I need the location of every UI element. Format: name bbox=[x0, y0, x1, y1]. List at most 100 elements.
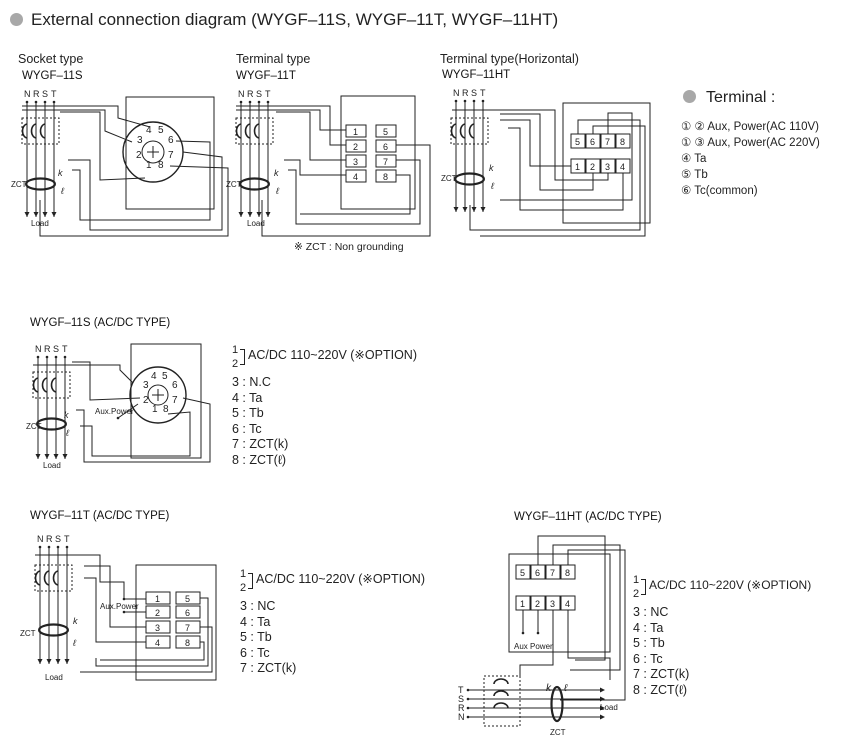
zct-label: ZCT bbox=[550, 728, 566, 737]
socket-relay-box bbox=[125, 96, 215, 210]
pin-label: 6 bbox=[535, 568, 540, 578]
wire bbox=[500, 119, 571, 167]
page-title: External connection diagram (WYGF–11S, W… bbox=[10, 10, 558, 30]
pin-cell bbox=[345, 124, 367, 138]
horizontal-relay-box bbox=[562, 102, 651, 224]
zct-note: ※ ZCT : Non grounding bbox=[294, 241, 404, 253]
terminal-legend-heading-text: Terminal : bbox=[706, 89, 776, 106]
pin-bracket bbox=[248, 573, 253, 589]
phase-label: N bbox=[458, 712, 465, 722]
pin-cell bbox=[345, 154, 367, 168]
aux-power-label: Aux Power bbox=[514, 642, 553, 651]
wire bbox=[76, 397, 211, 463]
arrow-icon bbox=[480, 207, 486, 212]
arrow-icon bbox=[462, 207, 468, 212]
pin-label: 4 bbox=[565, 599, 570, 609]
pin-label: 1 bbox=[520, 599, 525, 609]
zct-label: ZCT bbox=[226, 180, 242, 189]
range-label: AC/DC 110~220V (※OPTION) bbox=[649, 578, 812, 592]
coil-icon bbox=[468, 123, 475, 139]
pin-line: 6 : Tc bbox=[240, 645, 270, 660]
l-label: ℓ bbox=[72, 638, 76, 648]
pin-label: 4 bbox=[620, 162, 625, 172]
pin-label: 3 bbox=[155, 623, 160, 633]
coil-icon bbox=[493, 702, 509, 709]
zct-ring-icon bbox=[454, 172, 486, 186]
pin-cell bbox=[145, 591, 171, 605]
pin-label: 6 bbox=[383, 142, 388, 152]
pin-label: 5 bbox=[383, 127, 388, 137]
junction-dot bbox=[122, 610, 126, 614]
arrow-icon bbox=[247, 212, 253, 217]
pin-label: 1 bbox=[353, 127, 358, 137]
pin-line: 8 : ZCT(ℓ) bbox=[633, 682, 688, 697]
l-label: ℓ bbox=[60, 186, 64, 196]
pin-line: 5 : Tb bbox=[232, 406, 264, 420]
coil-icon bbox=[450, 123, 457, 139]
phase-label: S bbox=[458, 694, 464, 704]
terminal-relay-box bbox=[135, 564, 217, 681]
phase-label: T bbox=[51, 89, 57, 99]
wire bbox=[72, 361, 141, 401]
range-label: AC/DC 110~220V (※OPTION) bbox=[256, 572, 425, 586]
zct-ring-icon bbox=[239, 177, 271, 191]
pin-label: 8 bbox=[383, 172, 388, 182]
pin-bracket bbox=[641, 579, 646, 595]
socket-pin-label: 2 bbox=[136, 150, 142, 161]
coil-icon bbox=[493, 690, 509, 697]
arrow-icon bbox=[44, 454, 50, 459]
junction-dot bbox=[521, 631, 525, 635]
arrow-icon bbox=[600, 696, 605, 702]
zct-ring-icon bbox=[25, 177, 56, 191]
wire bbox=[560, 549, 626, 701]
aux-power-label: Aux.Power bbox=[100, 602, 139, 611]
pin-label: 2 bbox=[155, 608, 160, 618]
pin-label: 4 bbox=[155, 638, 160, 648]
acdc-t-model: WYGF–11T (AC/DC TYPE) bbox=[30, 510, 170, 522]
zct-ring-icon bbox=[35, 417, 67, 431]
wire bbox=[519, 610, 554, 678]
load-label: Load bbox=[247, 219, 265, 228]
wire bbox=[452, 109, 609, 181]
phase-label: N bbox=[238, 89, 245, 99]
coil-icon bbox=[30, 123, 37, 139]
l-label: ℓ bbox=[275, 186, 279, 196]
pin-label: 3 bbox=[550, 599, 555, 609]
breaker-box bbox=[483, 675, 521, 727]
phase-label: R bbox=[458, 703, 465, 713]
terminal-legend-heading: Terminal : bbox=[683, 89, 775, 107]
phase-label: N bbox=[453, 88, 460, 98]
arrow-icon bbox=[471, 207, 477, 212]
socket-pin-label: 1 bbox=[152, 404, 158, 415]
socket-pin-label: 4 bbox=[151, 371, 157, 382]
pin-label: 5 bbox=[520, 568, 525, 578]
wire bbox=[22, 109, 133, 143]
pin-2-label: 2 bbox=[240, 582, 247, 594]
k-label: k bbox=[58, 168, 63, 178]
pin-label: 1 bbox=[575, 162, 580, 172]
terminal-model-label: WYGF–11T bbox=[236, 70, 296, 82]
pin-cell bbox=[515, 564, 531, 580]
pin-label: 4 bbox=[353, 172, 358, 182]
acdc-s-model: WYGF–11S (AC/DC TYPE) bbox=[30, 317, 171, 329]
coil-icon bbox=[21, 123, 28, 139]
acdc-s-pin-list: 1 2 AC/DC 110~220V (※OPTION) 3 : N.C 4 :… bbox=[232, 344, 417, 468]
pin-cell bbox=[345, 139, 367, 153]
arrow-icon bbox=[42, 212, 48, 217]
pin-cell bbox=[375, 139, 397, 153]
phase-label: S bbox=[256, 89, 262, 99]
horizontal-relay-box bbox=[508, 553, 611, 653]
wire bbox=[284, 159, 346, 176]
coil-icon bbox=[43, 570, 50, 586]
arrow-icon bbox=[24, 212, 30, 217]
pin-line: 5 : Tb bbox=[240, 630, 272, 644]
acdc-ht-pin-list: 1 2 AC/DC 110~220V (※OPTION) 3 : NC 4 : … bbox=[633, 574, 811, 698]
pin-label: 2 bbox=[353, 142, 358, 152]
phase-label: T bbox=[480, 88, 486, 98]
pin-label: 3 bbox=[605, 162, 610, 172]
coil-icon bbox=[493, 678, 509, 685]
arrow-icon bbox=[53, 454, 59, 459]
pin-line: 3 : NC bbox=[240, 599, 276, 613]
wire bbox=[537, 535, 606, 661]
coil-icon bbox=[41, 377, 48, 393]
